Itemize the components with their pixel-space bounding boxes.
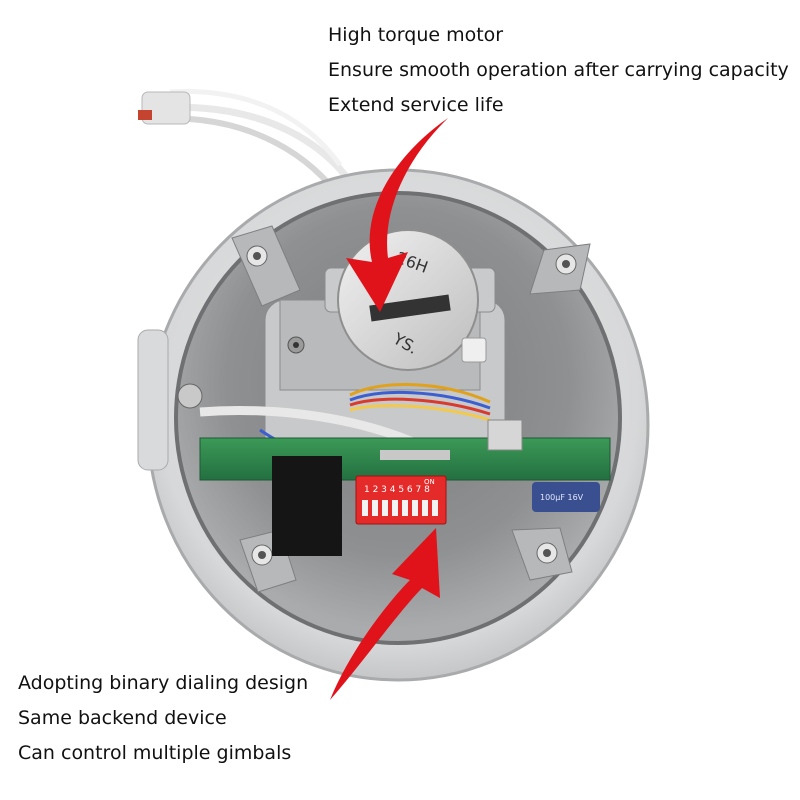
arrow-up-icon (330, 528, 440, 700)
cable-bundle (138, 89, 348, 187)
dip-switch-annotation-line-1: Adopting binary dialing design (18, 672, 309, 694)
capacitor-label: 100μF 16V (540, 493, 584, 502)
post-bottom-right (511, 527, 573, 581)
post-top-right (529, 243, 591, 295)
dip-switch-annotation-line-3: Can control multiple gimbals (18, 742, 292, 764)
dip-switch-on-label: ON (424, 478, 435, 486)
motor-annotation-line-2: Ensure smooth operation after carrying c… (328, 59, 789, 81)
arrow-down-icon (346, 118, 448, 312)
capacitor (532, 482, 600, 512)
dip-switch-annotation-line-2: Same backend device (18, 707, 227, 729)
dip-switch-numbers: 1 2 3 4 5 6 7 8 (364, 485, 430, 495)
circuit-board: 100μF 16V (199, 419, 611, 556)
motor-annotation-line-3: Extend service life (328, 94, 504, 116)
dip-switch-annotation: Adopting binary dialing design Same back… (18, 666, 308, 771)
post-top-left (231, 225, 301, 307)
wire-harness (199, 383, 491, 450)
motor-annotation: High torque motor Ensure smooth operatio… (328, 18, 789, 123)
ground-screw (177, 383, 203, 409)
motor-annotation-line-1: High torque motor (328, 24, 504, 46)
dip-switch: 1 2 3 4 5 6 7 8 ON (355, 475, 447, 525)
